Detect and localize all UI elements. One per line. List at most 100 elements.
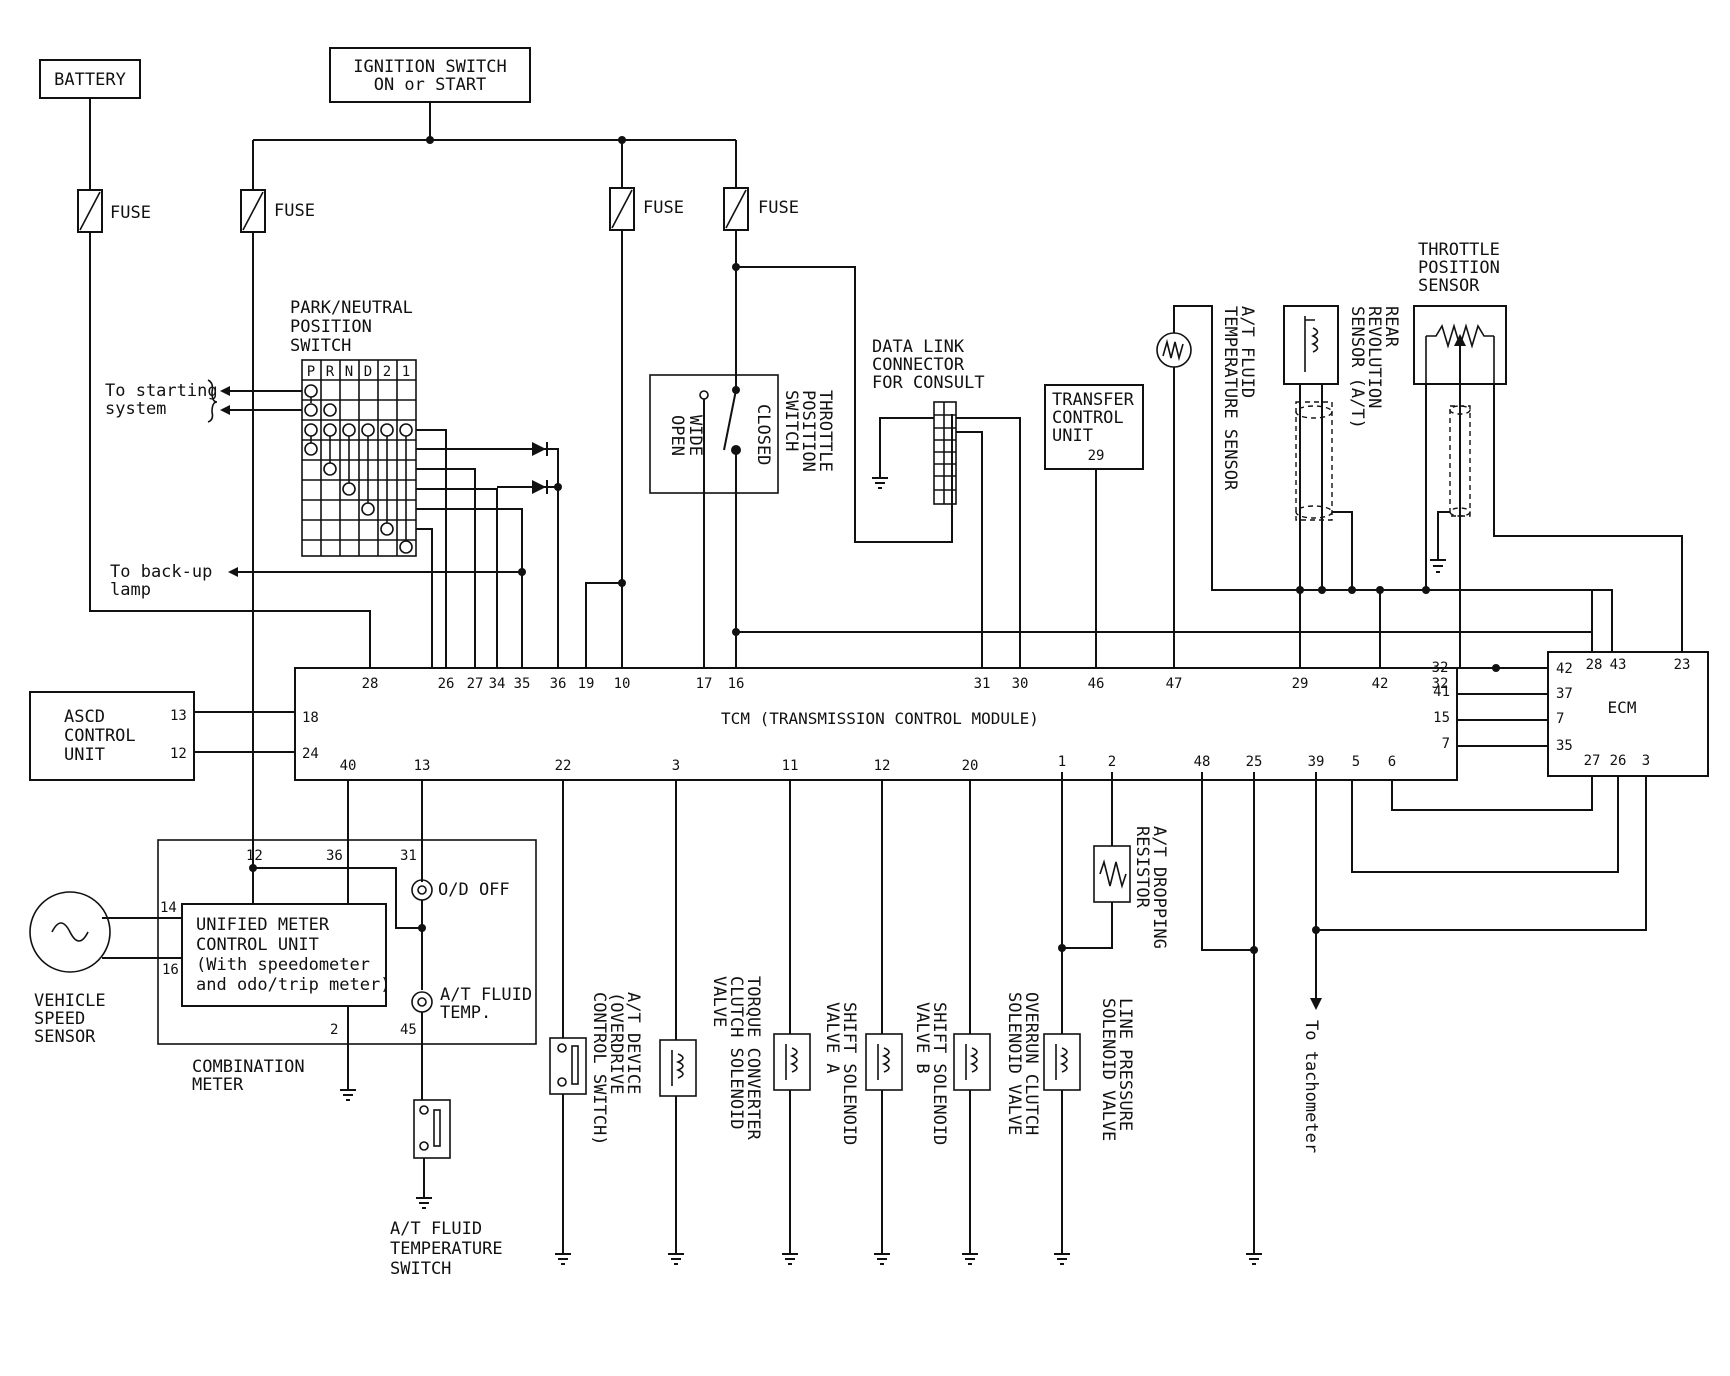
svg-text:2: 2 bbox=[383, 364, 391, 380]
svg-text:13: 13 bbox=[414, 758, 431, 774]
svg-text:CLUTCH SOLENOID: CLUTCH SOLENOID bbox=[726, 976, 746, 1130]
svg-text:12: 12 bbox=[874, 758, 891, 774]
overdrive-control-switch: A/T DEVICE (OVERDRIVE CONTROL SWITCH) bbox=[549, 780, 643, 1254]
line-pressure-solenoid-valve: LINE PRESSURE SOLENOID VALVE bbox=[1043, 772, 1135, 1254]
svg-text:SOLENOID VALVE: SOLENOID VALVE bbox=[1098, 998, 1118, 1141]
at-fluid-temp-indicator: A/T FLUID TEMP. bbox=[411, 985, 532, 1023]
svg-text:POSITION: POSITION bbox=[798, 390, 818, 472]
svg-text:16: 16 bbox=[162, 962, 179, 978]
svg-text:34: 34 bbox=[489, 676, 506, 692]
to-starting-system: To starting system bbox=[105, 379, 302, 423]
svg-text:To starting: To starting bbox=[105, 381, 218, 401]
svg-text:14: 14 bbox=[160, 900, 177, 916]
svg-text:32: 32 bbox=[1432, 676, 1449, 692]
svg-text:To back-up: To back-up bbox=[110, 562, 212, 582]
svg-text:CONTROL SWITCH): CONTROL SWITCH) bbox=[589, 992, 609, 1146]
svg-text:CLOSED: CLOSED bbox=[753, 404, 773, 465]
ground-fluid-switch bbox=[416, 1197, 432, 1209]
svg-text:28: 28 bbox=[1586, 657, 1603, 673]
svg-text:P: P bbox=[307, 364, 315, 380]
ground-dlc bbox=[872, 477, 888, 489]
svg-text:THROTTLE: THROTTLE bbox=[815, 390, 835, 472]
diode-1 bbox=[532, 442, 548, 456]
svg-text:39: 39 bbox=[1308, 754, 1325, 770]
svg-text:45: 45 bbox=[400, 1022, 417, 1038]
svg-text:FUSE: FUSE bbox=[110, 203, 151, 223]
svg-text:IGNITION SWITCH: IGNITION SWITCH bbox=[353, 57, 507, 77]
svg-text:31: 31 bbox=[974, 676, 991, 692]
fuse-pnp: FUSE bbox=[609, 187, 684, 231]
svg-text:25: 25 bbox=[1246, 754, 1263, 770]
svg-text:COMBINATION: COMBINATION bbox=[192, 1057, 305, 1077]
svg-text:42: 42 bbox=[1556, 661, 1573, 677]
fuse-battery: FUSE bbox=[77, 189, 151, 233]
svg-text:SOLENOID VALVE: SOLENOID VALVE bbox=[1004, 992, 1024, 1135]
svg-text:26: 26 bbox=[438, 676, 455, 692]
svg-text:DATA LINK: DATA LINK bbox=[872, 337, 965, 357]
shift-solenoid-valve-b: SHIFT SOLENOID VALVE B bbox=[865, 780, 949, 1254]
svg-text:To tachometer: To tachometer bbox=[1301, 1020, 1321, 1153]
svg-text:A/T DEVICE: A/T DEVICE bbox=[623, 992, 643, 1094]
svg-text:POSITION: POSITION bbox=[290, 317, 372, 337]
svg-text:VEHICLE: VEHICLE bbox=[34, 991, 106, 1011]
svg-text:TEMP.: TEMP. bbox=[440, 1003, 491, 1023]
torque-converter-clutch-solenoid: TORQUE CONVERTER CLUTCH SOLENOID VALVE bbox=[659, 780, 763, 1254]
svg-text:29: 29 bbox=[1088, 448, 1105, 464]
svg-text:ON or START: ON or START bbox=[374, 75, 487, 95]
svg-text:5: 5 bbox=[1352, 754, 1360, 770]
svg-text:system: system bbox=[105, 399, 166, 419]
svg-text:23: 23 bbox=[1674, 657, 1691, 673]
svg-text:36: 36 bbox=[550, 676, 567, 692]
svg-text:31: 31 bbox=[400, 848, 417, 864]
svg-text:CONTROL: CONTROL bbox=[1052, 408, 1124, 428]
svg-text:40: 40 bbox=[340, 758, 357, 774]
svg-text:POSITION: POSITION bbox=[1418, 258, 1500, 278]
svg-text:THROTTLE: THROTTLE bbox=[1418, 240, 1500, 260]
svg-text:A/T FLUID: A/T FLUID bbox=[1237, 306, 1257, 398]
at-dropping-resistor: A/T DROPPING RESISTOR bbox=[1062, 772, 1169, 949]
svg-text:FUSE: FUSE bbox=[643, 198, 684, 218]
ignition-switch: IGNITION SWITCH ON or START bbox=[329, 47, 531, 103]
svg-text:CONTROL: CONTROL bbox=[64, 726, 136, 746]
svg-text:TORQUE CONVERTER: TORQUE CONVERTER bbox=[743, 976, 763, 1141]
svg-text:6: 6 bbox=[1388, 754, 1396, 770]
svg-text:VALVE A: VALVE A bbox=[822, 1002, 842, 1074]
svg-text:SWITCH: SWITCH bbox=[390, 1259, 451, 1279]
svg-text:20: 20 bbox=[962, 758, 979, 774]
ground-meter bbox=[340, 1089, 356, 1101]
svg-text:VALVE B: VALVE B bbox=[912, 1002, 932, 1074]
shift-solenoid-valve-a: SHIFT SOLENOID VALVE A bbox=[773, 780, 859, 1254]
fuse-meter: FUSE bbox=[240, 189, 315, 233]
svg-text:27: 27 bbox=[1584, 753, 1601, 769]
svg-text:A/T DROPPING: A/T DROPPING bbox=[1149, 826, 1169, 949]
svg-text:13: 13 bbox=[170, 708, 187, 724]
svg-text:47: 47 bbox=[1166, 676, 1183, 692]
ascd-control-unit: ASCD CONTROL UNIT 13 12 bbox=[29, 691, 195, 781]
svg-text:28: 28 bbox=[362, 676, 379, 692]
svg-text:O/D OFF: O/D OFF bbox=[438, 880, 510, 900]
svg-text:36: 36 bbox=[326, 848, 343, 864]
svg-text:12: 12 bbox=[246, 848, 263, 864]
svg-text:WIDE: WIDE bbox=[685, 415, 705, 456]
svg-text:CONTROL UNIT: CONTROL UNIT bbox=[196, 935, 319, 955]
svg-text:ECM: ECM bbox=[1608, 698, 1637, 717]
svg-text:SENSOR: SENSOR bbox=[1418, 276, 1480, 296]
svg-text:3: 3 bbox=[672, 758, 680, 774]
svg-text:UNIFIED METER: UNIFIED METER bbox=[196, 915, 330, 935]
to-backup-lamp: To back-up lamp bbox=[110, 562, 526, 600]
svg-text:REVOLUTION: REVOLUTION bbox=[1364, 306, 1384, 408]
svg-text:1: 1 bbox=[402, 364, 410, 380]
svg-text:VALVE: VALVE bbox=[709, 976, 729, 1027]
svg-text:15: 15 bbox=[1433, 710, 1450, 726]
svg-text:A/T FLUID: A/T FLUID bbox=[390, 1219, 482, 1239]
svg-text:48: 48 bbox=[1194, 754, 1211, 770]
combination-meter: 12 36 31 14 16 2 45 COMBINATION METER bbox=[157, 839, 537, 1095]
svg-text:BATTERY: BATTERY bbox=[54, 70, 126, 90]
svg-text:TEMPERATURE: TEMPERATURE bbox=[390, 1239, 503, 1259]
svg-text:LINE PRESSURE: LINE PRESSURE bbox=[1115, 998, 1135, 1131]
ground-tps-shield bbox=[1430, 559, 1446, 573]
at-fluid-temperature-switch: A/T FLUID TEMPERATURE SWITCH bbox=[390, 1099, 503, 1279]
svg-text:12: 12 bbox=[170, 746, 187, 762]
svg-text:SHIFT SOLENOID: SHIFT SOLENOID bbox=[929, 1002, 949, 1145]
